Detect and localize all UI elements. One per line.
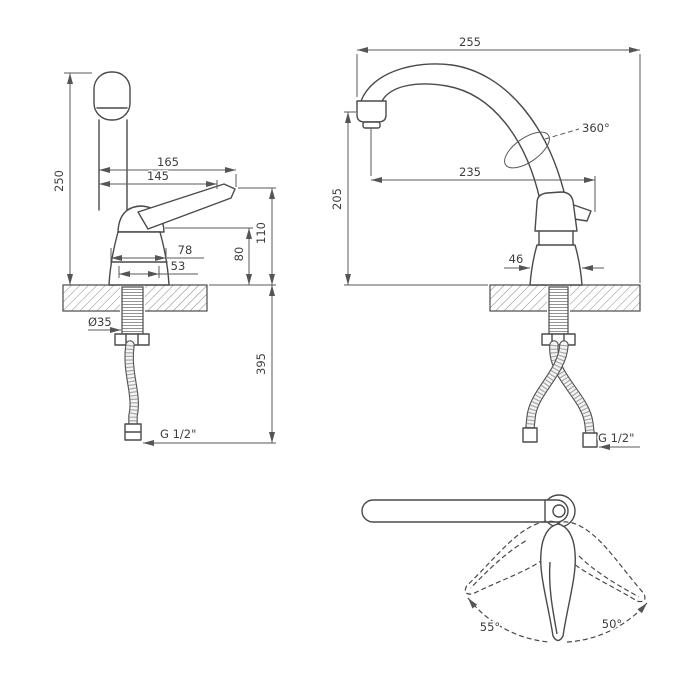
- dim-205-label: 205: [330, 188, 344, 210]
- spout-outlet: [356, 100, 387, 123]
- dim-250-label: 250: [52, 170, 66, 192]
- dim-78-label: 78: [178, 243, 193, 257]
- side-undercounter: [522, 286, 598, 448]
- swing-arc-right: [566, 602, 648, 643]
- dim-80-label: 80: [232, 247, 246, 262]
- dim-53-label: 53: [171, 259, 186, 273]
- top-view: 55° 50°: [361, 494, 656, 643]
- side-dimensions: 255 235 205 360° 46: [329, 34, 641, 450]
- hose-fitting-left: [522, 427, 538, 443]
- supply-hose-left: [525, 340, 569, 433]
- dim-46-label: 46: [509, 252, 524, 266]
- dim-swing-left-label: 55°: [480, 620, 500, 634]
- spout-end-cap: [93, 71, 131, 121]
- dim-diameter-group: Ø35: [87, 314, 121, 333]
- dim-395-label: 395: [254, 353, 268, 375]
- threaded-shank: [121, 286, 144, 335]
- front-thread-label: G 1/2": [160, 427, 196, 441]
- lever-handle: [137, 183, 236, 230]
- side-thread-label: G 1/2": [598, 431, 634, 445]
- swing-arc-left: [467, 597, 550, 643]
- dim-rotation-label: 360°: [582, 121, 610, 135]
- dim-swing-right-label: 50°: [602, 617, 622, 631]
- mounting-nut: [541, 333, 576, 346]
- dim-165-group: 165: [99, 154, 237, 187]
- front-undercounter: [114, 286, 150, 441]
- dim-145-label: 145: [147, 169, 169, 183]
- side-thread-group: G 1/2": [597, 430, 640, 450]
- base-cone: [529, 244, 583, 286]
- dim-395-group: 395: [143, 285, 276, 446]
- spout-inner-curve: [381, 83, 541, 201]
- dim-235-label: 235: [459, 165, 481, 179]
- dim-145-group: 145: [99, 168, 218, 189]
- supply-hose-right: [549, 340, 595, 438]
- threaded-shank: [548, 286, 569, 335]
- dim-255-label: 255: [459, 35, 481, 49]
- dim-110-label: 110: [254, 222, 268, 244]
- dim-80-group: 80: [165, 227, 253, 285]
- spout-holder: [534, 191, 578, 232]
- body-waist: [538, 230, 574, 246]
- dim-diameter-label: Ø35: [88, 315, 112, 329]
- dim-46-group: 46: [504, 251, 604, 271]
- dim-255-group: 255: [356, 34, 641, 283]
- handle-top: [540, 523, 576, 642]
- dim-53-group: 53: [118, 258, 198, 278]
- front-view: 250 165 145 110 80: [51, 71, 276, 446]
- spout-arm-top: [361, 499, 569, 523]
- pivot-detail: [552, 504, 566, 518]
- dim-250-group: 250: [51, 72, 92, 285]
- side-view: 255 235 205 360° 46: [329, 34, 641, 450]
- dim-165-label: 165: [157, 155, 179, 169]
- rotation-ellipse: [504, 131, 550, 169]
- dim-235-group: 235: [370, 128, 596, 212]
- aerator: [362, 121, 381, 129]
- dim-rotation-group: 360°: [504, 120, 611, 169]
- supply-hose: [124, 340, 139, 429]
- dim-110-group: 110: [209, 187, 276, 286]
- front-dimensions: 250 165 145 110 80: [51, 72, 276, 446]
- dim-78-group: 78: [110, 242, 204, 263]
- riser-pipe: [98, 119, 128, 211]
- hose-fitting-right: [582, 432, 598, 448]
- dim-205-group: 205: [329, 111, 488, 286]
